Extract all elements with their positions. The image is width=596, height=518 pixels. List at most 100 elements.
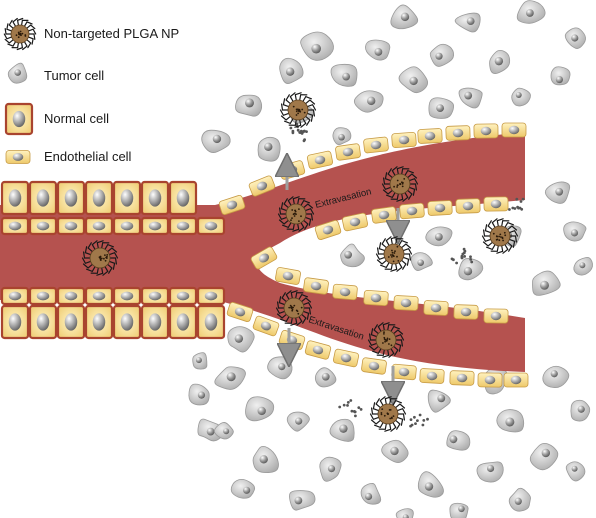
normal-cell	[56, 304, 86, 340]
normal-cell	[28, 286, 58, 306]
endothelial-cell-nucleus	[368, 361, 380, 371]
tumor-cell-nucleus	[579, 262, 586, 269]
tumor-cell-nucleus	[295, 417, 303, 425]
nanoparticle-ligand	[107, 263, 113, 274]
normal-cell	[0, 216, 30, 236]
endothelial-cell	[449, 370, 475, 386]
tumor-cell	[286, 411, 310, 432]
normal-cell	[140, 216, 170, 236]
nanoparticle-ligand	[279, 109, 290, 117]
nanoparticle-ligand	[407, 173, 418, 179]
normal-cell-nucleus	[148, 221, 162, 231]
tumor-cell	[428, 97, 455, 119]
nanoparticle-ligand	[377, 247, 385, 255]
nanoparticle-ligand	[372, 348, 382, 355]
endothelial-cell	[303, 277, 329, 295]
nanoparticle-ligand	[502, 244, 509, 254]
tumor-cell-nucleus	[539, 280, 549, 290]
tumor-cell-nucleus	[212, 134, 222, 144]
endothelial-cell-nucleus	[452, 128, 464, 138]
drug-particle	[409, 418, 413, 421]
nanoparticle-ligand	[394, 333, 405, 341]
nanoparticle-drug-dot	[389, 417, 392, 420]
nanoparticle-ligand	[299, 94, 308, 101]
nanoparticle-ligand	[384, 423, 392, 432]
endothelial-cell	[252, 315, 280, 337]
nanoparticle-ligand	[507, 225, 518, 231]
endothelial-cell-nucleus	[400, 298, 412, 308]
endothelial-lining	[218, 122, 529, 388]
nanoparticle-ligand	[380, 262, 390, 269]
nanoparticle-drug-dot	[19, 33, 22, 35]
nanoparticle-ligand	[390, 422, 397, 432]
nanoparticle-ligand	[22, 41, 28, 51]
nanoparticle-ligand	[390, 193, 399, 200]
drug-particle	[357, 406, 361, 409]
nanoparticle-drug-dot	[384, 339, 387, 341]
nanoparticle-ligand	[102, 266, 109, 276]
normal-cell	[56, 286, 86, 306]
nanoparticle-ligand	[403, 253, 411, 261]
nanoparticle-drug-dot	[295, 114, 298, 116]
normal-cell	[140, 286, 170, 306]
nanoparticle-ligand	[408, 177, 419, 185]
endothelial-cell-nucleus	[340, 353, 352, 363]
nanoparticle-ligand	[504, 221, 514, 228]
nanoparticle-ligand	[91, 240, 98, 250]
normal-cell-nucleus	[120, 189, 134, 207]
drug-particle	[303, 129, 306, 133]
nanoparticle-ligand	[287, 196, 294, 206]
normal-cell-nucleus	[176, 221, 190, 231]
nanoparticle-drug-dot	[381, 408, 384, 410]
legend-endothelial-cell-label: Endothelial cell	[44, 149, 132, 164]
endothelial-cell-nucleus	[349, 217, 361, 227]
endothelial-cell	[275, 267, 301, 285]
nanoparticle	[375, 236, 413, 272]
normal-cell-nucleus	[92, 291, 106, 301]
nanoparticle-ligand	[381, 183, 392, 191]
tumor-cell	[214, 366, 246, 390]
nanoparticle	[481, 218, 519, 254]
tumor-cell	[564, 27, 586, 49]
endothelial-cell	[483, 308, 509, 324]
nanoparticle-ligand	[294, 92, 302, 101]
nanoparticle-drug-dot	[298, 208, 300, 211]
nanoparticle-ligand	[402, 192, 409, 202]
nanoparticle-drug-dot	[498, 235, 500, 238]
normal-cell-nucleus	[92, 189, 106, 207]
tumor-cell-nucleus	[327, 465, 336, 473]
endothelial-cell	[419, 368, 445, 384]
tumor-cell-nucleus	[515, 91, 522, 98]
endothelial-cell-nucleus	[282, 271, 294, 281]
endothelial-cell	[391, 363, 417, 381]
nanoparticle-ligand	[385, 236, 392, 246]
tumor-cell	[192, 352, 208, 370]
tumor-cell	[235, 94, 263, 117]
nanoparticle-ligand	[108, 251, 119, 259]
nanoparticle-ligand	[377, 322, 384, 332]
normal-cell	[0, 304, 30, 340]
nanoparticle-ligand	[282, 222, 292, 229]
nanoparticle-ligand	[490, 245, 499, 252]
tumor-cell-nucleus	[541, 448, 551, 458]
nanoparticle-ligand	[508, 229, 519, 237]
nanoparticle-drug-dot	[17, 31, 20, 34]
nanoparticle-ligand	[375, 398, 381, 409]
normal-cell-nucleus	[36, 313, 50, 331]
nanoparticle-drug-dot	[297, 108, 299, 111]
tumor-cell-nucleus	[195, 357, 202, 364]
nanoparticle-drug-dot	[296, 310, 299, 313]
drug-particle	[469, 255, 472, 259]
nanoparticle-ligand	[288, 119, 297, 126]
nanoparticle-drug-dot	[390, 254, 392, 256]
endothelial-cell-nucleus	[322, 225, 334, 235]
nanoparticle-drug-dot	[391, 249, 393, 252]
nanoparticle-core	[283, 297, 305, 319]
nanoparticle-ligand	[4, 38, 14, 44]
endothelial-cell	[391, 131, 417, 149]
nanoparticle-drug-dot	[295, 213, 297, 216]
nanoparticle-drug-dot	[383, 331, 385, 334]
normal-cell	[196, 304, 226, 340]
endothelial-cell	[278, 330, 306, 350]
normal-cell-nucleus	[64, 221, 78, 231]
